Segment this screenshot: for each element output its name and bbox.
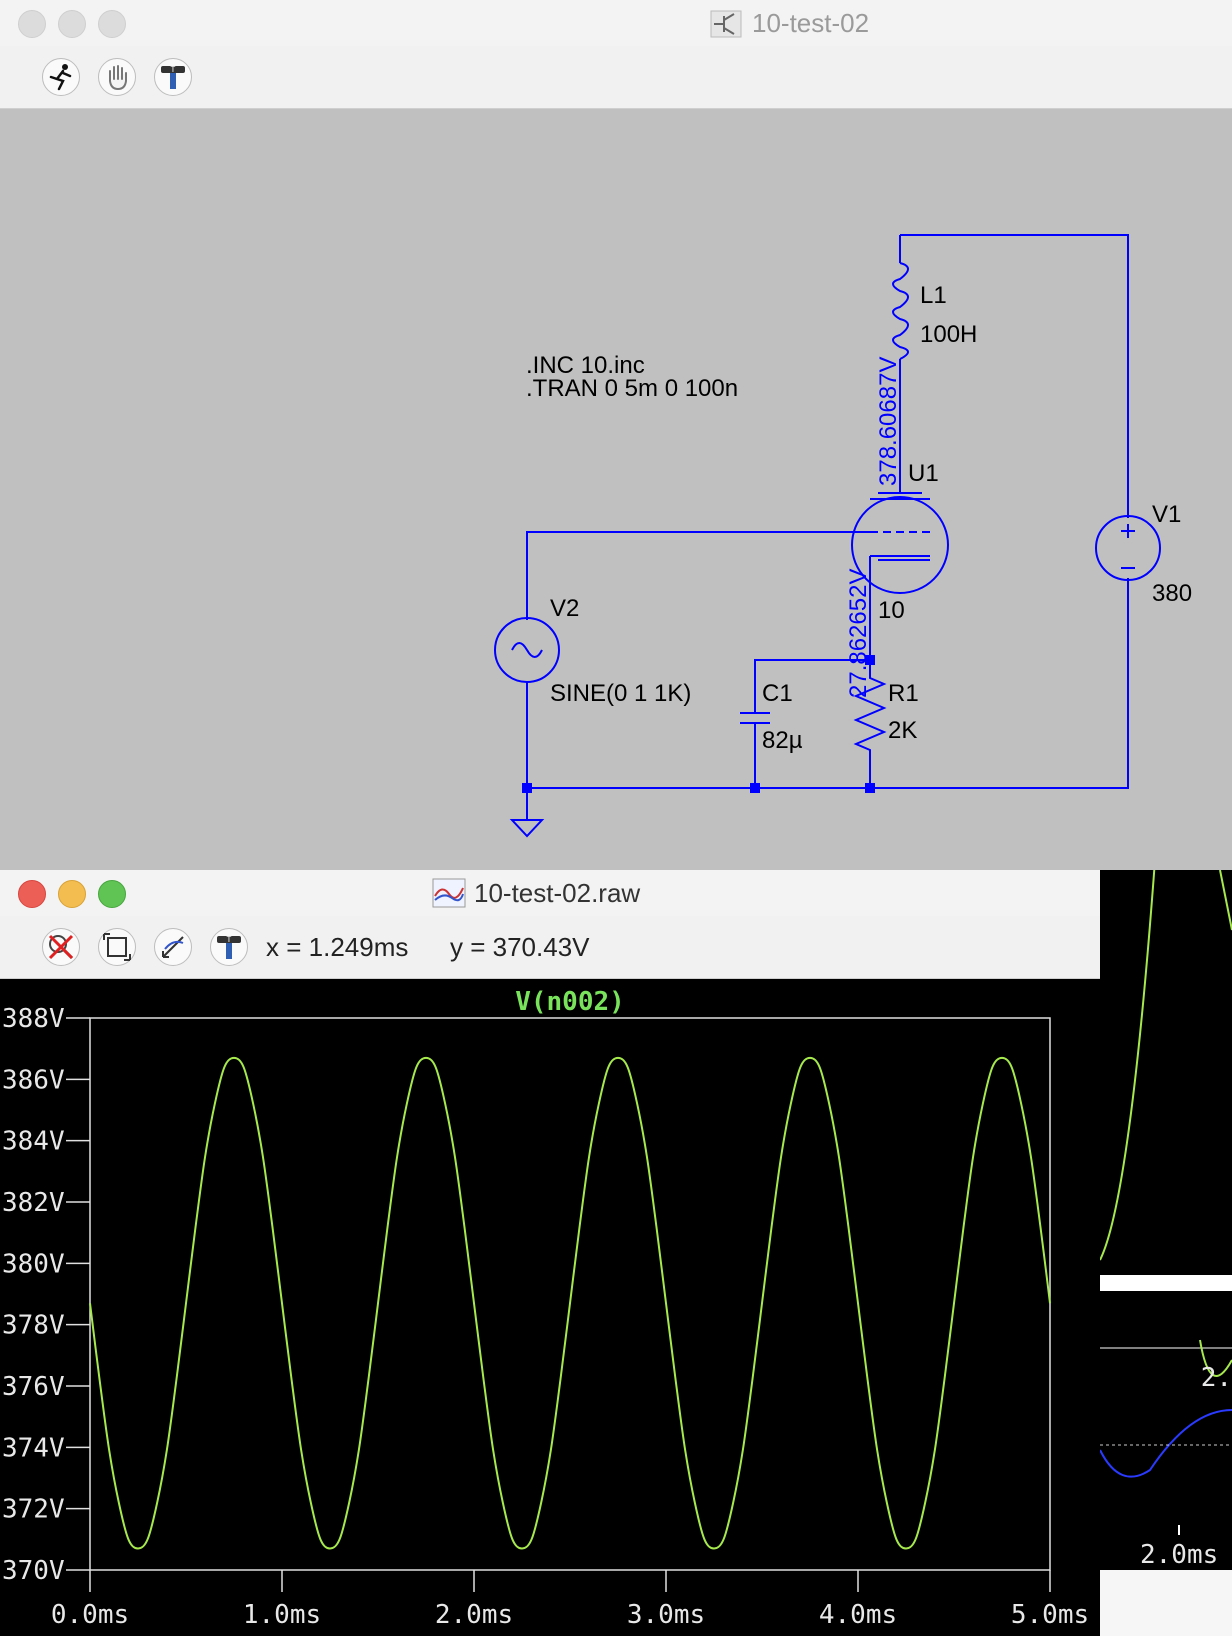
junction-dot — [865, 655, 875, 665]
waveform-window: 10-test-02.raw — [0, 870, 1100, 1636]
hammer-icon: T — [161, 65, 185, 89]
junction-dot — [750, 783, 760, 793]
x-axis-tick-label: 4.0ms — [819, 1600, 897, 1630]
inductor-l1 — [892, 262, 909, 360]
u1-name: U1 — [908, 460, 939, 487]
settings-button[interactable]: T — [210, 928, 248, 966]
y-axis-tick-label: 386V — [2, 1065, 65, 1095]
y-axis-tick-label: 378V — [2, 1311, 65, 1341]
minimize-button[interactable] — [58, 880, 86, 908]
l1-value: 100H — [920, 321, 977, 348]
trace-label[interactable]: V(n002) — [515, 987, 625, 1017]
background-x-label: 2.0ms — [1140, 1540, 1218, 1570]
halt-button[interactable] — [98, 58, 136, 96]
trace-line[interactable] — [89, 1056, 1051, 1550]
u1-value: 10 — [878, 597, 905, 624]
waveform-window-title: 10-test-02.raw — [474, 878, 641, 908]
x-axis-tick-label: 5.0ms — [1011, 1600, 1089, 1630]
x-axis-tick-label: 2.0ms — [435, 1600, 513, 1630]
junction-dot — [522, 783, 532, 793]
schematic-toolbar: T — [0, 46, 1232, 109]
schematic-doc-icon — [710, 10, 742, 38]
c1-name: C1 — [762, 680, 793, 707]
cathode-voltage-label: 27.862652V — [845, 569, 872, 698]
background-window-bottom — [1100, 1570, 1232, 1636]
junction-dot — [865, 783, 875, 793]
autorange-icon — [103, 933, 131, 961]
y-axis-tick-label: 380V — [2, 1249, 65, 1279]
hand-icon — [109, 65, 127, 91]
settings-button[interactable]: T — [154, 58, 192, 96]
v1-name: V1 — [1152, 501, 1181, 528]
l1-name: L1 — [920, 282, 947, 309]
svg-text:T: T — [171, 65, 176, 74]
y-axis-tick-label: 382V — [2, 1188, 65, 1218]
y-axis-tick-label: 388V — [2, 1004, 65, 1034]
x-axis-tick-label: 3.0ms — [627, 1600, 705, 1630]
schematic-titlebar: 10-test-02 — [0, 0, 1232, 47]
autorange-button[interactable] — [98, 928, 136, 966]
v1-value: 380 — [1152, 580, 1192, 607]
cursor-x-readout: x = 1.249ms — [266, 932, 409, 962]
plate-voltage-label: 378.60687V — [875, 357, 902, 486]
background-trace-blue — [1099, 1409, 1232, 1478]
background-trace-green — [1219, 869, 1232, 931]
v2-name: V2 — [550, 595, 579, 622]
wire-c1-top — [754, 659, 870, 713]
plot-frame — [89, 1017, 1051, 1571]
waveform-doc-icon — [432, 878, 466, 908]
background-plot-canvas: 2. 2.0ms — [1099, 859, 1232, 1636]
close-button[interactable] — [18, 10, 46, 38]
minimize-button[interactable] — [58, 10, 86, 38]
zoom-button[interactable] — [98, 880, 126, 908]
wire-top — [900, 234, 1129, 518]
zoom-back-icon — [162, 936, 184, 958]
svg-text:T: T — [227, 935, 232, 944]
x-axis-tick-label: 0.0ms — [51, 1600, 129, 1630]
y-axis-tick-label: 376V — [2, 1372, 65, 1402]
ground-symbol — [509, 788, 545, 838]
y-axis-tick-label: 372V — [2, 1495, 65, 1525]
background-label-2: 2. — [1201, 1363, 1232, 1393]
waveform-plot[interactable]: V(n002) 388V 386V 384V 382V 380V 378V 376V 374V… — [0, 978, 1100, 1636]
zoom-back-button[interactable] — [154, 928, 192, 966]
wire-grid — [526, 531, 870, 620]
r1-name: R1 — [888, 680, 919, 707]
schematic-window: 10-test-02 T — [0, 0, 1232, 870]
zoom-cancel-button[interactable] — [42, 928, 80, 966]
background-plot-window: 2. 2.0ms — [1099, 859, 1232, 1636]
cursor-y-readout: y = 370.43V — [450, 932, 590, 962]
r1-value: 2K — [888, 717, 917, 744]
resistor-r1 — [853, 660, 887, 788]
y-axis-tick-label: 384V — [2, 1127, 65, 1157]
x-axis-tick-label: 1.0ms — [243, 1600, 321, 1630]
hammer-icon: T — [217, 935, 241, 959]
c1-value: 82µ — [762, 727, 803, 754]
waveform-titlebar: 10-test-02.raw — [0, 870, 1100, 917]
wire-ground-bus — [527, 578, 1129, 789]
run-icon — [49, 64, 72, 91]
zoom-cancel-icon — [48, 934, 74, 960]
schematic-window-title: 10-test-02 — [752, 8, 870, 38]
run-button[interactable] — [42, 58, 80, 96]
zoom-button[interactable] — [98, 10, 126, 38]
v2-value: SINE(0 1 1K) — [550, 680, 691, 707]
source-v1 — [1095, 515, 1161, 581]
triode-u1 — [851, 496, 949, 594]
background-window-gap — [1100, 1275, 1232, 1291]
y-axis-tick-label: 370V — [2, 1556, 65, 1586]
y-axis-tick-label: 374V — [2, 1433, 65, 1463]
spice-directive-tran: .TRAN 0 5m 0 100n — [526, 375, 738, 402]
schematic-canvas[interactable]: .INC 10.inc .TRAN 0 5m 0 100n L1 100H U1… — [0, 108, 1232, 870]
background-trace-green — [1099, 859, 1156, 1261]
background-trace-green — [1199, 1339, 1232, 1377]
spice-directive-inc: .INC 10.inc — [526, 352, 645, 379]
close-button[interactable] — [18, 880, 46, 908]
waveform-toolbar: T x = 1.249ms y = 370.43V — [0, 916, 1100, 979]
